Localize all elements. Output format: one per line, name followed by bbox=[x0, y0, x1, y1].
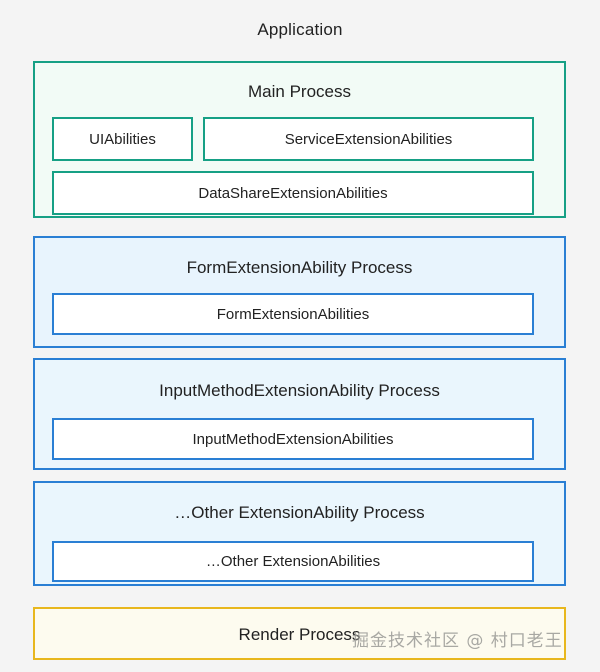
process-title-form-extension-ability: FormExtensionAbility Process bbox=[186, 258, 413, 277]
ability-box-form-extension-abilities: FormExtensionAbilities bbox=[52, 293, 534, 335]
process-box-render: Render Process bbox=[33, 607, 566, 660]
ability-box-service-extension-abilities: ServiceExtensionAbilities bbox=[203, 117, 534, 161]
ability-label: ServiceExtensionAbilities bbox=[284, 130, 453, 148]
ability-label: DataShareExtensionAbilities bbox=[198, 184, 388, 202]
process-box-other-extension-ability: …Other ExtensionAbility Process …Other E… bbox=[33, 481, 566, 586]
ability-box-uiabilities: UIAbilities bbox=[52, 117, 193, 161]
process-title-other-extension-ability: …Other ExtensionAbility Process bbox=[174, 503, 425, 522]
page-title: Application bbox=[257, 20, 343, 39]
process-title-main: Main Process bbox=[248, 82, 351, 101]
ability-label: FormExtensionAbilities bbox=[216, 305, 370, 323]
ability-box-datashare-extension-abilities: DataShareExtensionAbilities bbox=[52, 171, 534, 215]
ability-box-other-extension-abilities: …Other ExtensionAbilities bbox=[52, 541, 534, 582]
ability-box-input-method-extension-abilities: InputMethodExtensionAbilities bbox=[52, 418, 534, 460]
ability-label: …Other ExtensionAbilities bbox=[205, 553, 381, 570]
process-box-form-extension-ability: FormExtensionAbility Process FormExtensi… bbox=[33, 236, 566, 348]
process-box-input-method-extension-ability: InputMethodExtensionAbility Process Inpu… bbox=[33, 358, 566, 470]
ability-label: InputMethodExtensionAbilities bbox=[192, 430, 394, 448]
process-title-render: Render Process bbox=[238, 625, 361, 644]
ability-label: UIAbilities bbox=[89, 130, 156, 148]
process-title-input-method-extension-ability: InputMethodExtensionAbility Process bbox=[159, 381, 440, 400]
process-box-main: Main Process UIAbilities ServiceExtensio… bbox=[33, 61, 566, 218]
